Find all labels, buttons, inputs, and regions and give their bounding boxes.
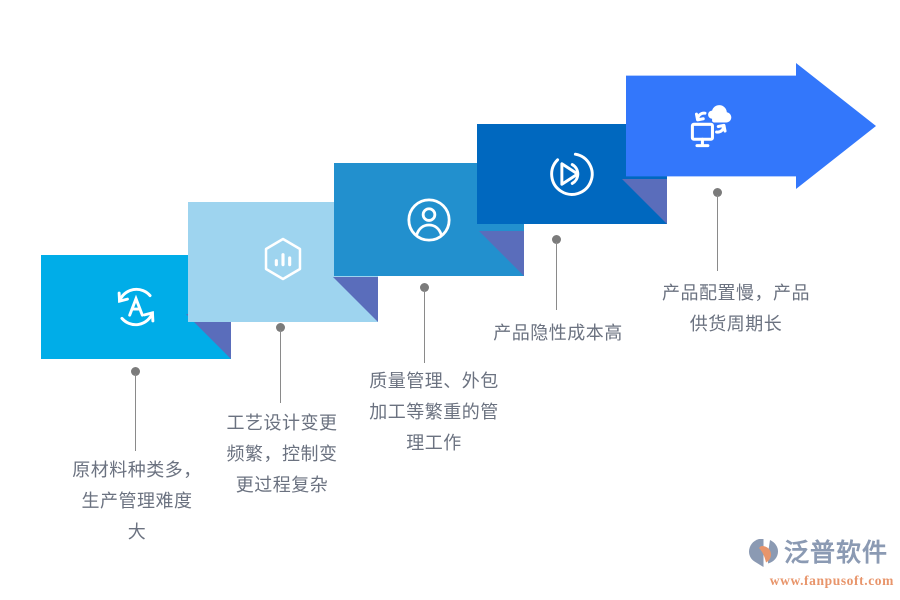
connector-dot-4 [552,235,561,244]
process-step-5[interactable] [626,63,876,189]
connector-step-1 [131,367,140,451]
caption-step-5: 产品配置慢，产品 供货周期长 [662,283,810,334]
connector-dot-1 [131,367,140,376]
connector-stem-4 [555,242,558,310]
connector-stem-3 [423,290,426,363]
caption-step-1: 原材料种类多， 生产管理难度 大 [72,460,202,542]
connector-dot-2 [276,323,285,332]
caption-step-4: 产品隐性成本高 [493,323,623,343]
logo-company-name: 泛普软件 [784,538,889,567]
connector-dot-3 [420,283,429,292]
logo-website-url: www.fanpusoft.com [769,573,894,588]
connector-step-4 [552,235,561,310]
logo-row: 泛普软件 [748,536,894,570]
connector-step-5 [713,188,722,271]
step-5-arrow-panel [626,63,876,189]
fanpu-logo-icon [748,537,782,569]
connector-step-2 [276,323,285,403]
connector-stem-1 [134,374,137,451]
caption-step-3: 质量管理、外包 加工等繁重的管 理工作 [369,371,499,453]
connector-stem-5 [716,195,719,271]
fanpu-logo[interactable]: 泛普软件 www.fanpusoft.com [748,536,894,590]
caption-step-2: 工艺设计变更 频繁，控制变 更过程复杂 [226,413,338,495]
connector-stem-2 [279,330,282,403]
connector-step-3 [420,283,429,363]
connector-dot-5 [713,188,722,197]
